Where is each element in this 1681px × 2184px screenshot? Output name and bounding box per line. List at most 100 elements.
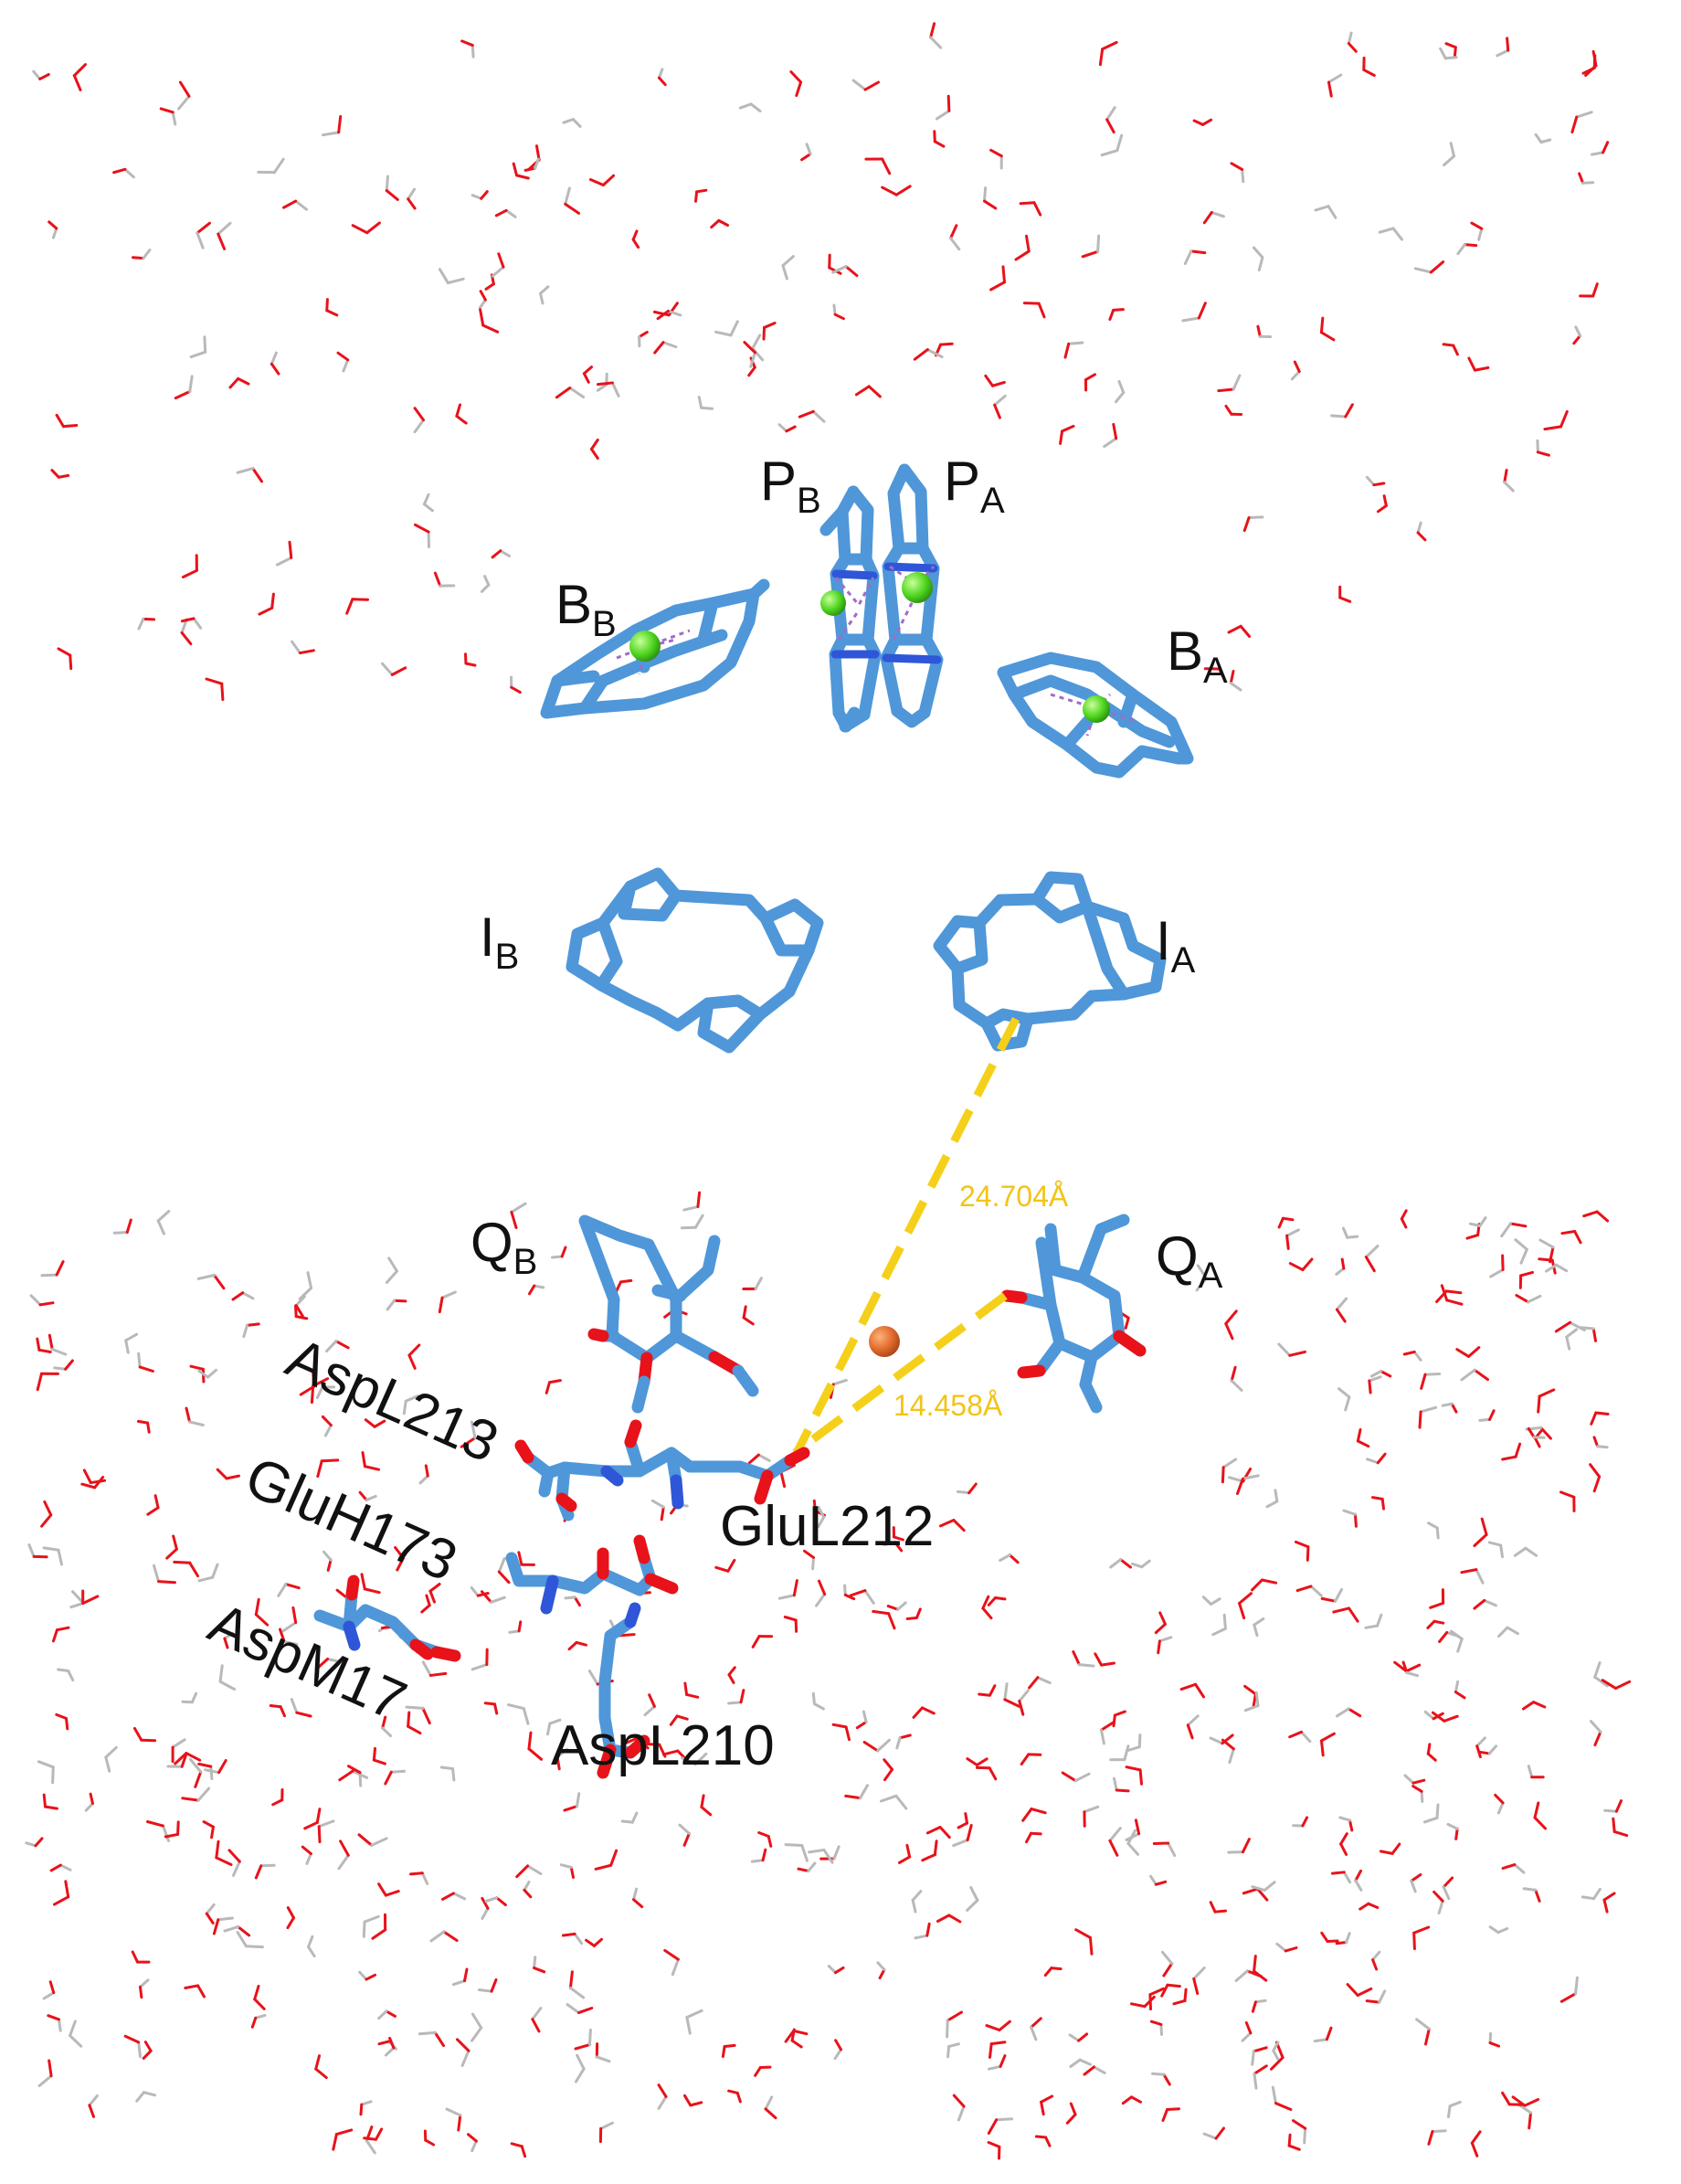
water-molecule	[357, 1833, 388, 1847]
water-molecule	[803, 1549, 816, 1571]
water-molecule	[1522, 1887, 1541, 1903]
water-molecule	[831, 265, 859, 278]
water-molecule	[146, 1820, 170, 1842]
water-molecule	[694, 188, 708, 203]
water-molecule	[1161, 1950, 1174, 1977]
water-molecule	[568, 1970, 586, 1999]
water-molecule	[1354, 1869, 1363, 1892]
water-molecule	[1527, 1426, 1546, 1439]
water-molecule	[650, 1499, 665, 1521]
water-molecule	[418, 1464, 429, 1485]
water-molecule	[188, 1757, 203, 1788]
water-molecule	[1209, 1733, 1234, 1745]
water-molecule	[957, 1812, 969, 1829]
water-molecule	[1422, 1803, 1440, 1824]
water-molecule	[1202, 2126, 1225, 2140]
water-molecule	[1149, 2020, 1163, 2036]
water-molecule	[413, 407, 425, 434]
water-molecule	[800, 143, 812, 162]
qa-quinone	[1000, 1214, 1147, 1414]
water-molecule	[371, 1913, 387, 1940]
water-molecule	[407, 1711, 422, 1735]
bb-mg-atom	[629, 631, 661, 662]
water-molecule	[1536, 439, 1550, 457]
water-molecule	[1581, 1887, 1602, 1901]
water-molecule	[833, 2039, 843, 2061]
water-molecule	[332, 2128, 354, 2151]
water-molecule	[164, 1820, 180, 1839]
water-molecule	[1103, 422, 1118, 449]
water-molecule	[217, 221, 232, 250]
water-molecule	[1113, 1776, 1130, 1793]
water-molecule	[227, 1849, 241, 1877]
water-molecule	[1515, 1294, 1542, 1304]
water-molecule	[1126, 1733, 1142, 1752]
ia-bacteriopheophytin	[933, 871, 1167, 1052]
water-molecule	[1400, 1209, 1408, 1229]
water-molecule	[271, 1788, 284, 1807]
water-molecule	[182, 554, 198, 578]
water-molecule	[1371, 1496, 1385, 1511]
water-molecule	[819, 1845, 840, 1861]
water-molecule	[1271, 2085, 1293, 2111]
water-molecule	[1151, 2072, 1171, 2086]
water-molecule	[257, 157, 285, 175]
water-molecule	[422, 493, 434, 513]
water-molecule	[1503, 469, 1515, 493]
qa-glu-distance-line	[792, 1292, 1008, 1457]
water-molecule	[385, 175, 399, 201]
water-molecule	[497, 1557, 511, 1585]
water-molecule	[228, 376, 250, 389]
water-molecule	[1402, 1350, 1422, 1362]
water-molecule	[507, 1703, 530, 1725]
water-molecule	[1335, 1257, 1346, 1276]
water-molecule	[104, 1745, 118, 1773]
water-molecule	[159, 107, 177, 126]
water-molecule	[250, 2013, 267, 2029]
water-molecule	[864, 157, 892, 175]
water-molecule	[876, 1961, 886, 1980]
water-molecule	[952, 1824, 973, 1848]
water-molecule	[563, 1792, 581, 1812]
water-molecule	[48, 220, 58, 239]
water-molecule	[523, 1881, 533, 1899]
water-molecule	[1433, 1890, 1444, 1914]
water-molecule	[363, 2127, 384, 2141]
water-molecule	[1473, 1517, 1488, 1547]
water-molecule	[1251, 1881, 1276, 1892]
water-molecule	[683, 2094, 703, 2107]
water-molecule	[946, 2042, 960, 2059]
water-molecule	[1559, 1976, 1579, 2003]
water-molecule	[993, 394, 1007, 419]
water-molecule	[1242, 515, 1264, 533]
water-molecule	[197, 1368, 217, 1379]
water-molecule	[216, 1468, 240, 1480]
water-molecule	[911, 1890, 923, 1914]
water-molecule	[1366, 1452, 1387, 1465]
water-molecule	[347, 1765, 363, 1787]
water-molecule	[582, 366, 593, 384]
water-molecule	[137, 617, 155, 631]
water-molecule	[88, 2094, 99, 2118]
water-molecule	[528, 1284, 545, 1296]
water-molecule	[202, 1820, 215, 1839]
water-molecule	[1069, 2058, 1092, 2068]
water-molecule	[936, 1914, 962, 1924]
water-molecule	[912, 1706, 936, 1719]
water-molecule	[82, 1468, 107, 1485]
water-molecule	[189, 335, 207, 359]
water-molecule	[1019, 201, 1042, 217]
water-molecule	[71, 1590, 100, 1605]
water-molecule	[1460, 1568, 1485, 1585]
water-molecule	[566, 2003, 594, 2015]
water-molecule	[555, 1747, 569, 1771]
water-molecule	[197, 1762, 214, 1780]
water-molecule	[36, 1337, 52, 1353]
water-molecule	[1513, 1546, 1538, 1557]
water-molecule	[1195, 1264, 1209, 1292]
water-molecule	[1154, 1611, 1167, 1635]
water-molecule	[512, 162, 530, 180]
water-molecule	[594, 1849, 618, 1871]
water-molecule	[1149, 1874, 1168, 1886]
water-molecule	[1028, 1676, 1052, 1690]
